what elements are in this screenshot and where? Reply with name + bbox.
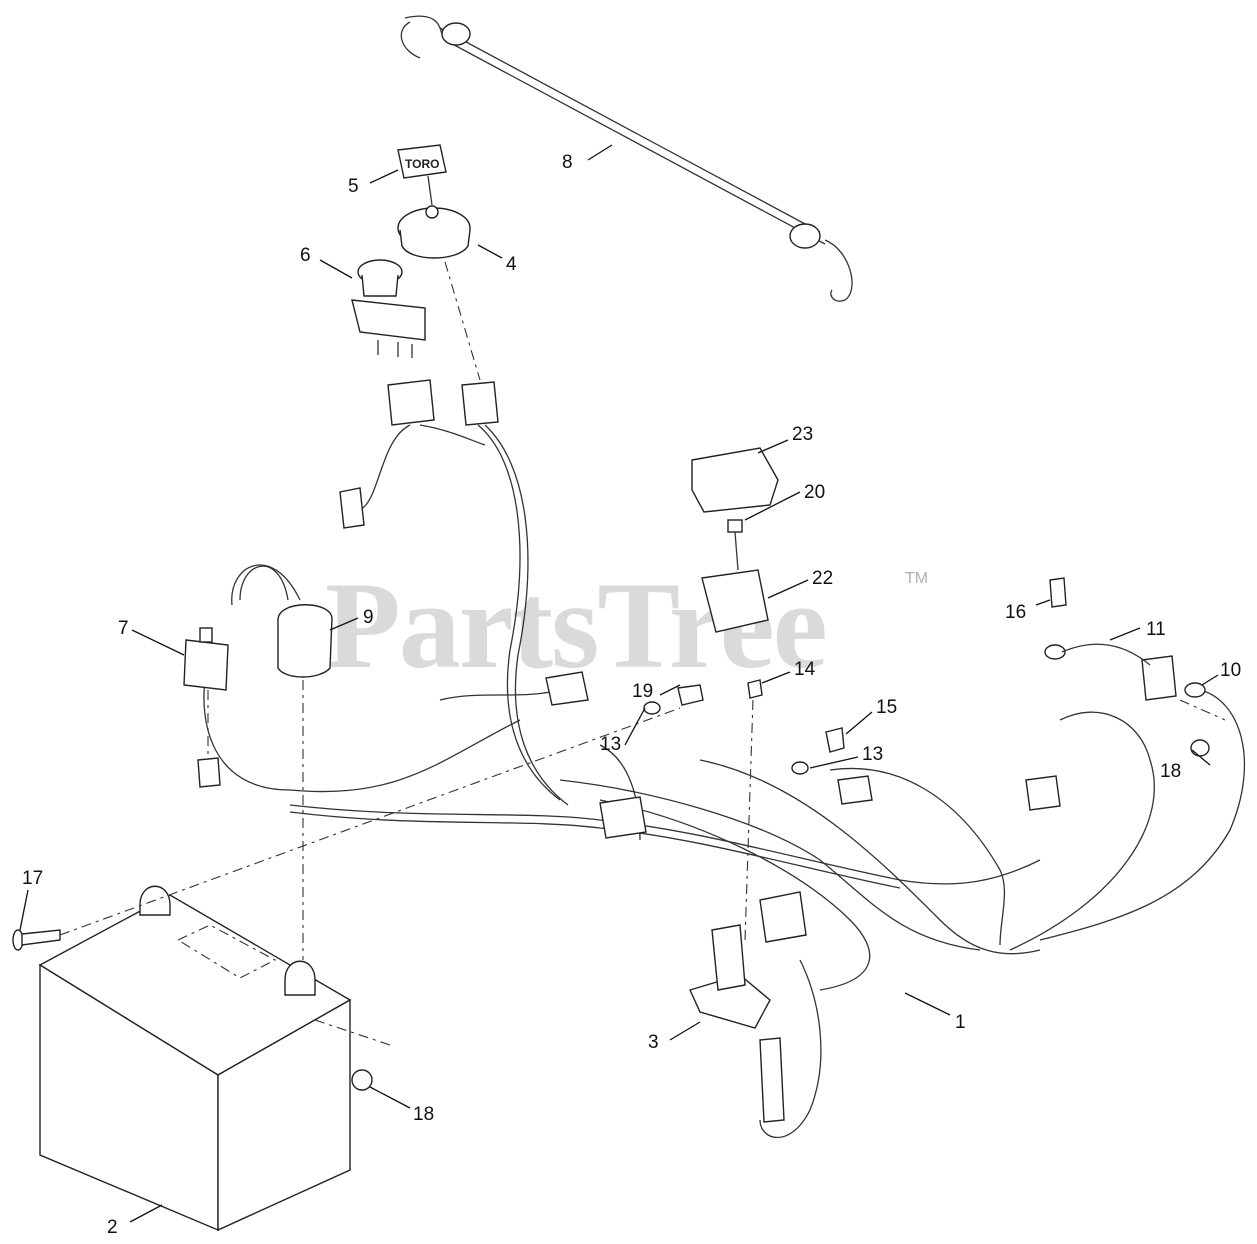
- part-4-ignition-switch[interactable]: [397, 205, 481, 381]
- part-7-relay[interactable]: [183, 627, 229, 788]
- part-9-terminal-boot[interactable]: [231, 564, 333, 960]
- callout-17: 17: [22, 868, 43, 889]
- callout-5: 5: [348, 176, 359, 197]
- callout-10: 10: [1220, 660, 1241, 681]
- part-14-bolt: [747, 679, 763, 699]
- part-13-washer-a: [643, 701, 661, 715]
- callout-20: 20: [804, 482, 825, 503]
- part-23-cover: [691, 447, 779, 513]
- trademark-symbol: TM: [905, 570, 929, 587]
- callout-11: 11: [1146, 619, 1166, 640]
- part-6-pto-switch[interactable]: [351, 259, 426, 358]
- callout-6: 6: [300, 245, 311, 266]
- callouts: 8 5 4 6 23 20 22 16 11 10 7 9 19 13 14 1…: [19, 144, 1241, 1238]
- part-22-insulator: [701, 569, 769, 633]
- part-10-11-cables[interactable]: [1044, 643, 1226, 721]
- callout-16: 16: [1005, 602, 1026, 623]
- callout-1: 1: [955, 1012, 966, 1033]
- callout-13b: 13: [862, 744, 883, 765]
- callout-15: 15: [876, 697, 897, 718]
- hardware-parts[interactable]: [643, 577, 1210, 941]
- callout-9: 9: [363, 607, 374, 628]
- callout-18b: 18: [1160, 761, 1181, 782]
- callout-23: 23: [792, 424, 813, 445]
- callout-2: 2: [107, 1217, 118, 1238]
- callout-19: 19: [632, 681, 653, 702]
- key-tag-text: TORO: [405, 157, 439, 171]
- callout-13a: 13: [600, 734, 621, 755]
- part-2-battery[interactable]: [38, 885, 391, 1232]
- part-20-nut: [727, 519, 743, 533]
- part-19-wing-nut: [677, 684, 704, 706]
- callout-8: 8: [562, 152, 573, 173]
- part-15-bolt: [825, 727, 845, 753]
- part-5-key[interactable]: TORO: [397, 144, 447, 206]
- callout-14: 14: [794, 659, 816, 680]
- part-18-nut-b: [1190, 739, 1210, 757]
- callout-22: 22: [812, 568, 833, 589]
- part-3-solenoid[interactable]: [689, 924, 785, 1123]
- part-17-bolt[interactable]: [12, 707, 681, 951]
- callout-7: 7: [118, 618, 129, 639]
- callout-4: 4: [506, 254, 517, 275]
- part-13-washer-b: [791, 761, 809, 775]
- callout-18a: 18: [413, 1104, 434, 1125]
- part-16-bolt: [1049, 577, 1067, 608]
- part-22-23-covers[interactable]: [691, 447, 779, 633]
- harness-connectors[interactable]: [339, 487, 1177, 943]
- switch-connectors[interactable]: [387, 379, 499, 426]
- part-1-wire-harness[interactable]: [203, 424, 1246, 1139]
- callout-3: 3: [648, 1032, 659, 1053]
- part-8-strap[interactable]: [400, 15, 853, 302]
